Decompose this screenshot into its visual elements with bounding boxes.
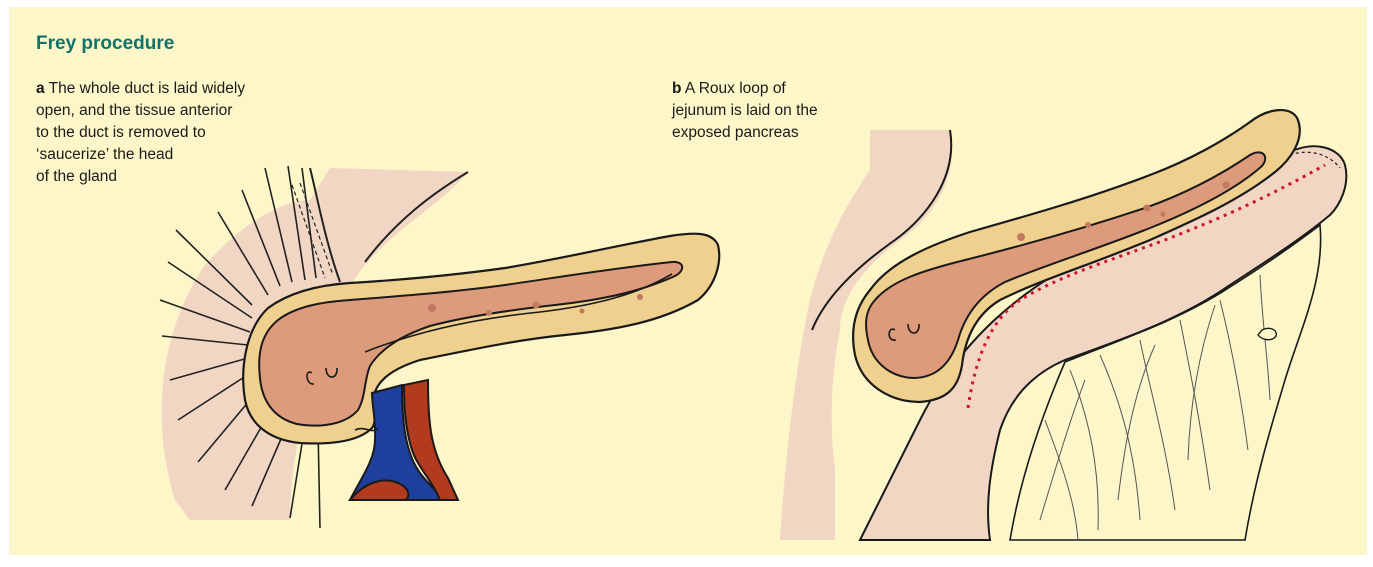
illustration-a [160,166,719,528]
illustration-b [780,110,1346,540]
